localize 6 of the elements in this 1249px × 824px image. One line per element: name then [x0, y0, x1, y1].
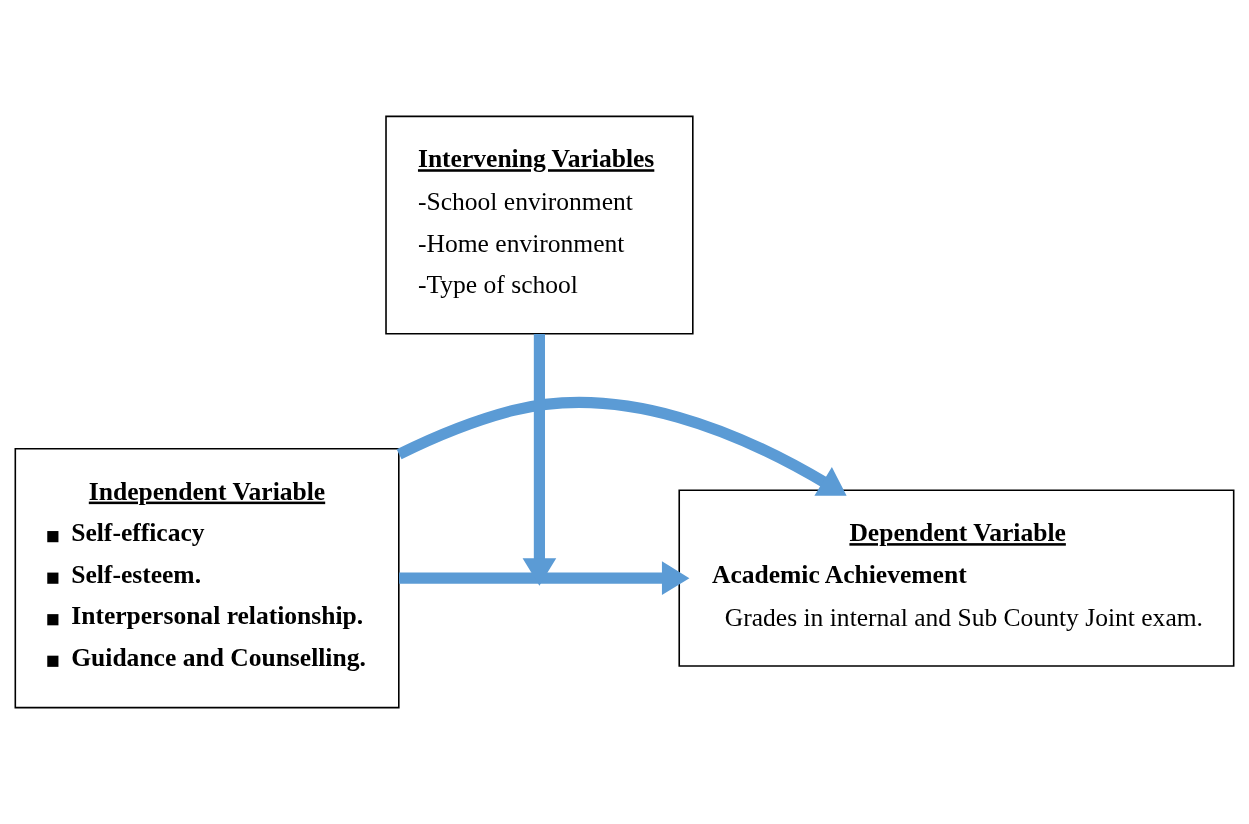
arrow	[522, 334, 557, 586]
arrow	[396, 397, 847, 496]
node-box: Independent Variable Self-efficacy Self-esteem. Interpersonal relationship. Guidance and Counselling.	[14, 447, 400, 709]
arrow	[399, 561, 690, 595]
node-box: Intervening Variables -School environment -Home environment -Type of school	[385, 115, 694, 335]
node-box: Dependent Variable Academic Achievement Grades in internal and Sub County Joint exam.	[678, 489, 1235, 667]
